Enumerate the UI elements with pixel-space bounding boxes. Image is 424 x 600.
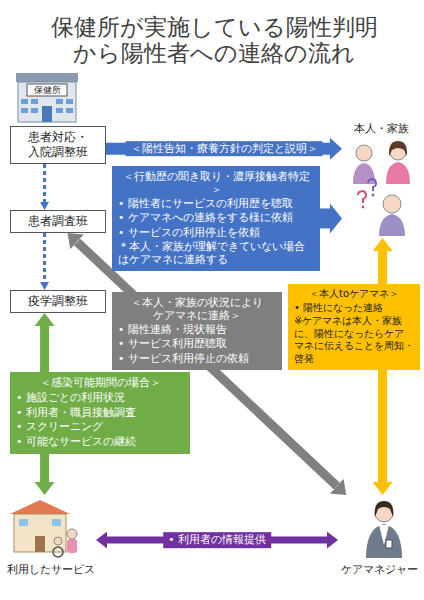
hair — [375, 501, 394, 517]
diagram-title: 保健所が実施している陽性判明 から陽性者への連絡の流れ — [44, 14, 384, 67]
window — [56, 99, 63, 104]
dotted-arrow — [43, 164, 46, 202]
node-label: 利用したサービス — [7, 563, 95, 577]
door — [35, 536, 45, 552]
node-label: 患者調査班 — [13, 214, 103, 229]
window — [21, 99, 28, 104]
question-dot — [372, 194, 375, 197]
panel-item: • 利用者・職員接触調査 — [16, 406, 184, 420]
wheelchair — [53, 547, 63, 557]
panel-item: ※ケアマネは本人・家族 に、陽性になったらケア マネに伝えることを周知・ 啓発 — [294, 315, 414, 365]
jacket — [366, 524, 402, 558]
window — [56, 108, 63, 113]
window — [31, 108, 38, 113]
team-box: 患者調査班 — [10, 210, 106, 233]
staff-body — [67, 539, 77, 553]
edge-label: • 利用者の情報提供 — [163, 532, 271, 548]
elder-head — [383, 195, 401, 213]
elder-head — [356, 145, 372, 161]
family-body — [386, 162, 410, 184]
roof — [16, 73, 78, 82]
window — [31, 99, 38, 104]
window — [66, 108, 73, 113]
question-mark — [358, 191, 366, 203]
question-dot — [362, 206, 365, 209]
door — [42, 106, 52, 122]
edge-label: ＜陽性告知・療養方針の判定と説明＞ — [126, 141, 323, 157]
care-manager-figure — [366, 501, 402, 558]
panel-item: ＊本人・家族が理解できていない場合 はケアマネに連絡する — [118, 240, 314, 266]
panel-item: • 可能なサービスの継続 — [16, 435, 184, 449]
family-hair — [389, 141, 407, 156]
building-body — [18, 82, 76, 122]
panel-item: • 陽性者にサービスの利用歴を聴取 — [118, 197, 314, 210]
info-panel: ＜本人toケアマネ＞• 陽性になった連絡※ケアマネは本人・家族 に、陽性になった… — [288, 284, 420, 370]
panel-item: • サービス利用歴聴取 — [118, 337, 276, 350]
panel-item: • ケアマネへの連絡をする様に依頼 — [118, 211, 314, 224]
window — [19, 519, 28, 526]
facility-figure: 利用したサービス — [6, 495, 96, 577]
team-box: 疫学調整班 — [10, 290, 106, 313]
service-facility — [10, 500, 77, 557]
panel-item: • サービス利用停止の依頼 — [118, 352, 276, 365]
staff-head — [67, 529, 77, 539]
roof — [10, 500, 70, 514]
window — [21, 108, 28, 113]
person-figure: 本人・家族 — [342, 122, 420, 238]
patient-family-figures — [353, 141, 410, 236]
question-mark — [368, 179, 376, 191]
panel-item: • 陽性になった連絡 — [294, 302, 414, 315]
panel-heading: ＜行動歴の聞き取り・濃厚接触者特定＞ — [118, 170, 314, 196]
node-label: 疫学調整班 — [13, 294, 103, 309]
elder-hair — [356, 146, 372, 152]
sign-board — [27, 84, 67, 96]
panel-item: • スクリーニング — [16, 420, 184, 434]
elder-hair — [383, 196, 401, 203]
panel-heading: ＜本人・家族の状況により ケアマネに連絡＞ — [118, 296, 276, 322]
dotted-arrow — [43, 233, 46, 282]
panel-item: • 施設ごとの利用状況 — [16, 391, 184, 405]
node-label: 患者対応・ 入院調整班 — [13, 130, 103, 160]
name-badge — [386, 540, 392, 548]
panel-item: • 陽性連絡・現状報告 — [118, 323, 276, 336]
sign-text: 保健所 — [27, 84, 67, 96]
window — [52, 519, 61, 526]
panel-heading: ＜感染可能期間の場合＞ — [16, 376, 184, 390]
node-label: 本人・家族 — [354, 122, 409, 136]
team-box: 患者対応・ 入院調整班 — [10, 126, 106, 164]
user-head — [54, 537, 62, 545]
panel-heading: ＜本人toケアマネ＞ — [294, 288, 414, 301]
flow-arrow — [320, 208, 330, 228]
panel-item: • サービスの利用停止を依頼 — [118, 226, 314, 239]
info-panel: ＜本人・家族の状況により ケアマネに連絡＞• 陽性連絡・現状報告• サービス利用… — [112, 292, 282, 370]
info-panel: ＜行動歴の聞き取り・濃厚接触者特定＞• 陽性者にサービスの利用歴を聴取• ケアマ… — [112, 166, 320, 271]
node-label: ケアマネジャー — [341, 563, 418, 577]
window — [66, 99, 73, 104]
person-figure: ケアマネジャー — [338, 495, 420, 577]
info-panel: ＜感染可能期間の場合＞• 施設ごとの利用状況• 利用者・職員接触調査• スクリー… — [10, 372, 190, 454]
elder-body — [353, 163, 375, 184]
health-center-building — [16, 73, 78, 122]
elder-body — [379, 214, 405, 236]
